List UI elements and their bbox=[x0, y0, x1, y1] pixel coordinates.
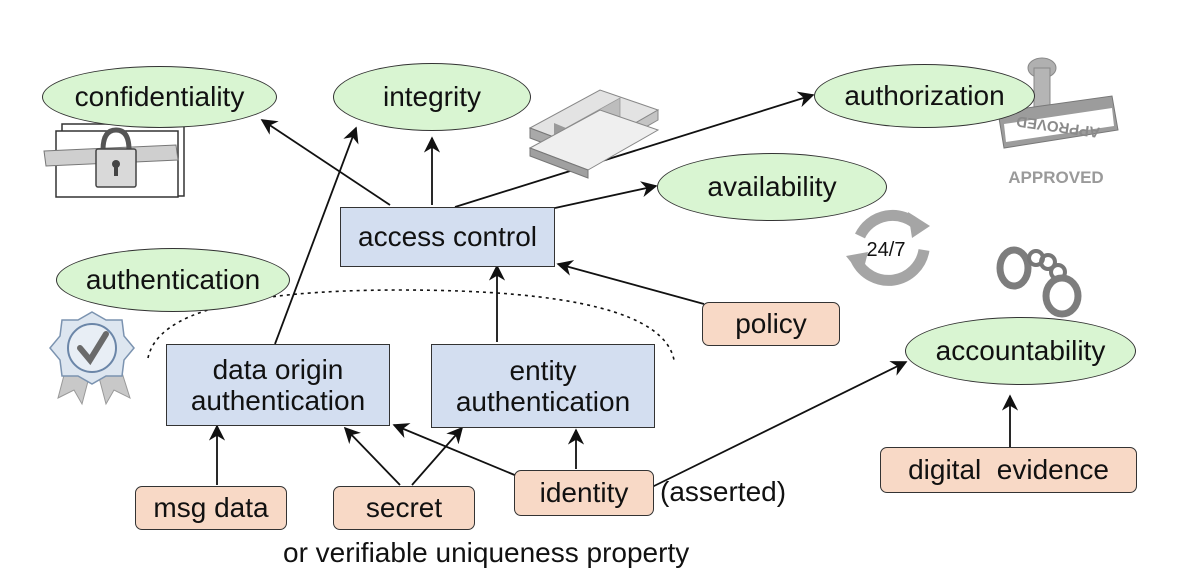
entity-auth-label-line2: authentication bbox=[455, 386, 631, 417]
goal-confidentiality-label: confidentiality bbox=[74, 81, 245, 113]
mechanism-access-control: access control bbox=[340, 207, 555, 267]
goal-authentication-label: authentication bbox=[85, 264, 261, 296]
arrow-secret-to-dataorigin bbox=[343, 426, 401, 486]
goal-accountability: accountability bbox=[905, 317, 1136, 385]
authentication-group-arc bbox=[147, 289, 675, 361]
goal-integrity: integrity bbox=[333, 63, 531, 131]
arrow-access-to-confidentiality bbox=[260, 119, 391, 206]
data-origin-label-line2: authentication bbox=[190, 385, 366, 416]
identity-label: identity bbox=[539, 477, 629, 509]
steel-beam-icon bbox=[528, 89, 660, 179]
arrow-policy-to-access bbox=[556, 260, 705, 305]
goal-accountability-label: accountability bbox=[935, 335, 1106, 367]
entity-auth-label-line1: entity bbox=[509, 354, 577, 386]
goal-authentication: authentication bbox=[56, 248, 290, 312]
arrow-secret-to-entity bbox=[411, 426, 464, 486]
stamp-label: APPROVED bbox=[1008, 168, 1103, 187]
mechanism-data-origin-authentication: data origin authentication bbox=[166, 344, 390, 426]
handcuffs-icon bbox=[996, 246, 1082, 318]
input-policy: policy bbox=[702, 302, 840, 346]
input-digital-evidence: digital evidence bbox=[880, 447, 1137, 493]
access-control-label: access control bbox=[358, 221, 537, 253]
input-msg-data: msg data bbox=[135, 486, 287, 530]
arrow-identity-to-accountability bbox=[651, 361, 908, 488]
input-identity: identity bbox=[514, 470, 654, 516]
arrow-access-to-availability bbox=[554, 181, 658, 209]
asserted-annotation: (asserted) bbox=[660, 476, 787, 507]
goal-authorization-label: authorization bbox=[844, 80, 1005, 112]
clock-cycle-icon: 24/7 bbox=[846, 209, 930, 286]
input-secret: secret bbox=[333, 486, 475, 530]
mechanism-entity-authentication: entity authentication bbox=[431, 344, 655, 428]
data-origin-label-line1: data origin bbox=[212, 353, 344, 385]
arrow-access-to-authorization bbox=[454, 91, 815, 208]
policy-label: policy bbox=[735, 308, 807, 340]
digital-evidence-label: digital evidence bbox=[908, 454, 1109, 486]
goal-availability-label: availability bbox=[707, 171, 837, 203]
goal-confidentiality: confidentiality bbox=[42, 66, 277, 128]
uniqueness-annotation: or verifiable uniqueness property bbox=[283, 537, 690, 568]
clock-label: 24/7 bbox=[867, 239, 906, 261]
goal-availability: availability bbox=[657, 153, 887, 221]
approved-stamp-icon: APPROVED APPROVED bbox=[997, 57, 1119, 187]
goal-integrity-label: integrity bbox=[382, 81, 482, 113]
msg-data-label: msg data bbox=[153, 492, 269, 524]
arrow-dataorigin-to-integrity bbox=[274, 126, 359, 345]
award-badge-icon bbox=[49, 311, 135, 406]
goal-authorization: authorization bbox=[814, 64, 1035, 128]
secret-label: secret bbox=[365, 492, 443, 524]
arrow-identity-to-dataorigin bbox=[392, 423, 518, 477]
envelope-lock-icon bbox=[43, 123, 185, 198]
